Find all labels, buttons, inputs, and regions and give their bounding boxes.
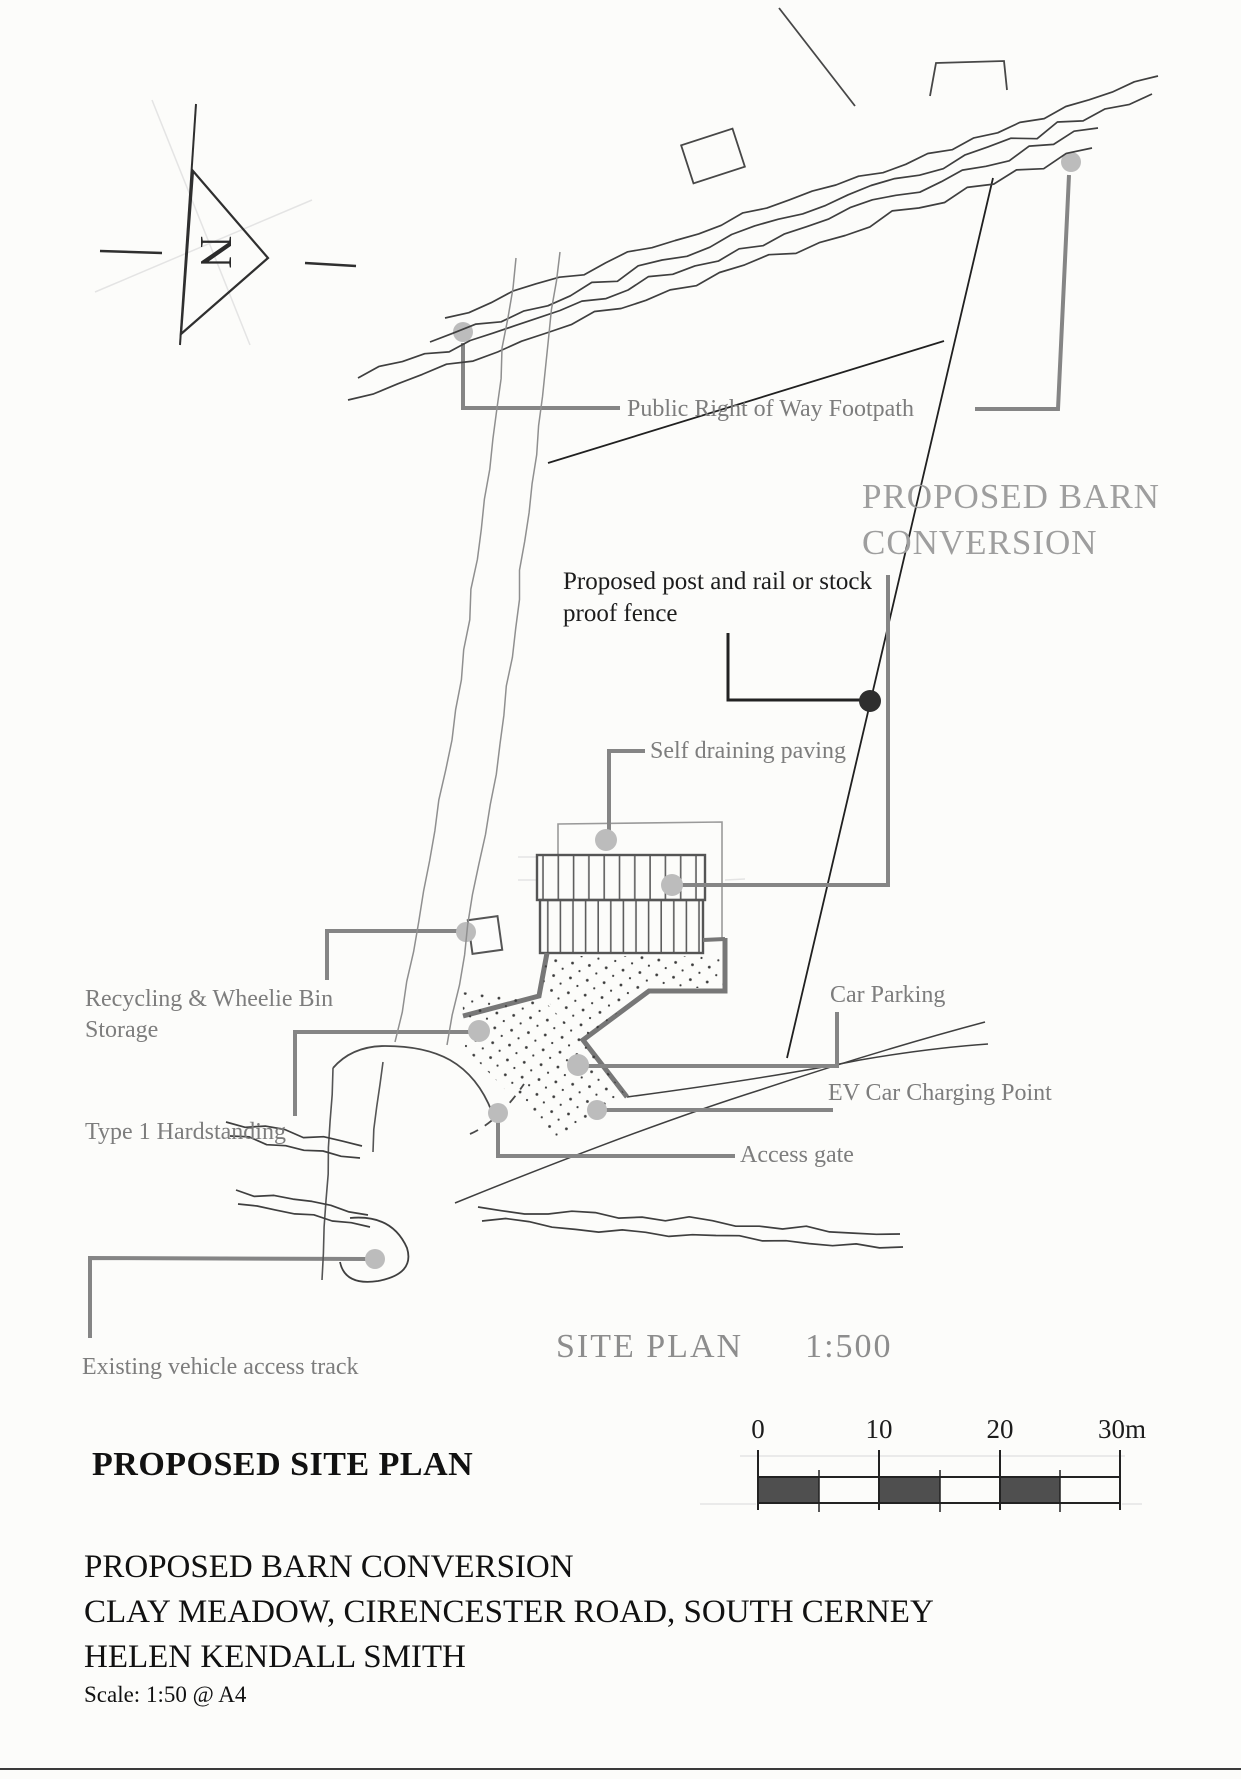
- leader-footpath-left: [461, 343, 620, 410]
- dot-paving: [595, 829, 617, 851]
- road-hedge-south-2: [357, 127, 1099, 379]
- leader-access-gate: [496, 1122, 735, 1158]
- barn-building: [462, 821, 728, 1142]
- leader-paving: [607, 749, 645, 832]
- track-turning-loop: [339, 1216, 410, 1283]
- leaders: [88, 174, 1071, 1338]
- title-block-project: PROPOSED BARN CONVERSION: [84, 1549, 574, 1585]
- footpath-edge-east-b: [446, 743, 501, 1046]
- road-hedge-north-1: [429, 93, 1153, 343]
- marker-dots: [365, 152, 1081, 1269]
- leader-barn: [680, 575, 890, 887]
- scale-tick-20: 20: [986, 1414, 1014, 1444]
- hardstanding-edge-east: [579, 938, 728, 1099]
- dot-bins: [456, 922, 476, 942]
- track-edge-west: [321, 1067, 334, 1281]
- leader-hardstanding: [293, 1030, 470, 1116]
- leader-fence: [726, 633, 862, 702]
- scale-tick-10: 10: [865, 1414, 893, 1444]
- leader-footpath-right: [975, 174, 1071, 411]
- gate-dashed-line: [469, 1083, 525, 1135]
- site-plan-caption: SITE PLAN 1:500: [556, 1328, 893, 1366]
- footpath-edge-west-b: [394, 739, 453, 1043]
- label-track: Existing vehicle access track: [82, 1354, 359, 1380]
- label-fence: Proposed post and rail or stock proof fe…: [563, 568, 872, 627]
- label-access-gate: Access gate: [740, 1142, 854, 1168]
- gravel-stipple-upper: [543, 956, 723, 1038]
- leader-track: [88, 1255, 369, 1338]
- dot-barn: [661, 874, 683, 896]
- road-hedge-south-1: [347, 147, 1093, 401]
- title-block-scale-note: Scale: 1:50 @ A4: [84, 1682, 247, 1707]
- label-footpath: Public Right of Way Footpath: [627, 396, 914, 422]
- site-plan-caption-scale: 1:500: [805, 1328, 893, 1365]
- label-bins: Recycling & Wheelie Bin Storage: [85, 986, 334, 1043]
- bottom-hedge-right-1: [477, 1206, 901, 1236]
- scale-bar: [757, 1450, 1121, 1512]
- dot-fence: [859, 690, 881, 712]
- scale-tick-30m: 30m: [1097, 1414, 1146, 1444]
- north-letter: N: [191, 235, 242, 269]
- label-car-parking: Car Parking: [830, 982, 946, 1008]
- site-plan-caption-title: SITE PLAN: [556, 1328, 744, 1365]
- track-edge-east: [372, 1061, 384, 1153]
- title-block-address: CLAY MEADOW, CIRENCESTER ROAD, SOUTH CER…: [84, 1594, 934, 1630]
- road-structures: [680, 7, 1008, 185]
- dot-ev: [587, 1100, 607, 1120]
- label-hardstanding: Type 1 Hardstanding: [85, 1119, 286, 1145]
- title-block-client: HELEN KENDALL SMITH: [84, 1639, 466, 1675]
- gravel-stipple-lower: [462, 992, 627, 1142]
- boundary-line-north: [547, 340, 945, 464]
- title-block: PROPOSED BARN CONVERSION CLAY MEADOW, CI…: [84, 1545, 934, 1680]
- bottom-hedge-upper-1: [225, 1121, 363, 1147]
- dot-access-gate: [488, 1103, 508, 1123]
- road-hedge-north-2: [444, 75, 1159, 319]
- access-entrance: [332, 1045, 525, 1283]
- bottom-hedge-left-2: [237, 1203, 371, 1228]
- dot-footpath-right: [1061, 152, 1081, 172]
- leader-bins: [325, 929, 458, 980]
- label-ev-charging: EV Car Charging Point: [828, 1080, 1052, 1106]
- label-barn-title: PROPOSED BARN CONVERSION: [862, 477, 1160, 562]
- leader-car-parking: [586, 1012, 839, 1068]
- north-arrow: [99, 103, 357, 346]
- footpath-edge-east-a: [499, 251, 561, 745]
- bottom-hedge-upper-2: [229, 1135, 361, 1159]
- barn-roof-lower: [538, 898, 705, 955]
- paving-outline: [557, 821, 723, 938]
- footpath-edge-west-a: [451, 257, 517, 741]
- label-paving: Self draining paving: [650, 738, 846, 764]
- field-boundaries-south: [454, 1021, 989, 1204]
- dot-car-parking: [567, 1054, 589, 1076]
- sheet-heading: PROPOSED SITE PLAN: [92, 1446, 474, 1483]
- scale-tick-0: 0: [751, 1414, 765, 1444]
- dot-hardstanding: [468, 1020, 490, 1042]
- bottom-hedge-left-1: [235, 1189, 369, 1216]
- bottom-hedge-right-2: [481, 1217, 904, 1249]
- construction-lines: [94, 99, 1142, 1505]
- sheet-bottom-rule: [0, 1768, 1241, 1770]
- dot-track: [365, 1249, 385, 1269]
